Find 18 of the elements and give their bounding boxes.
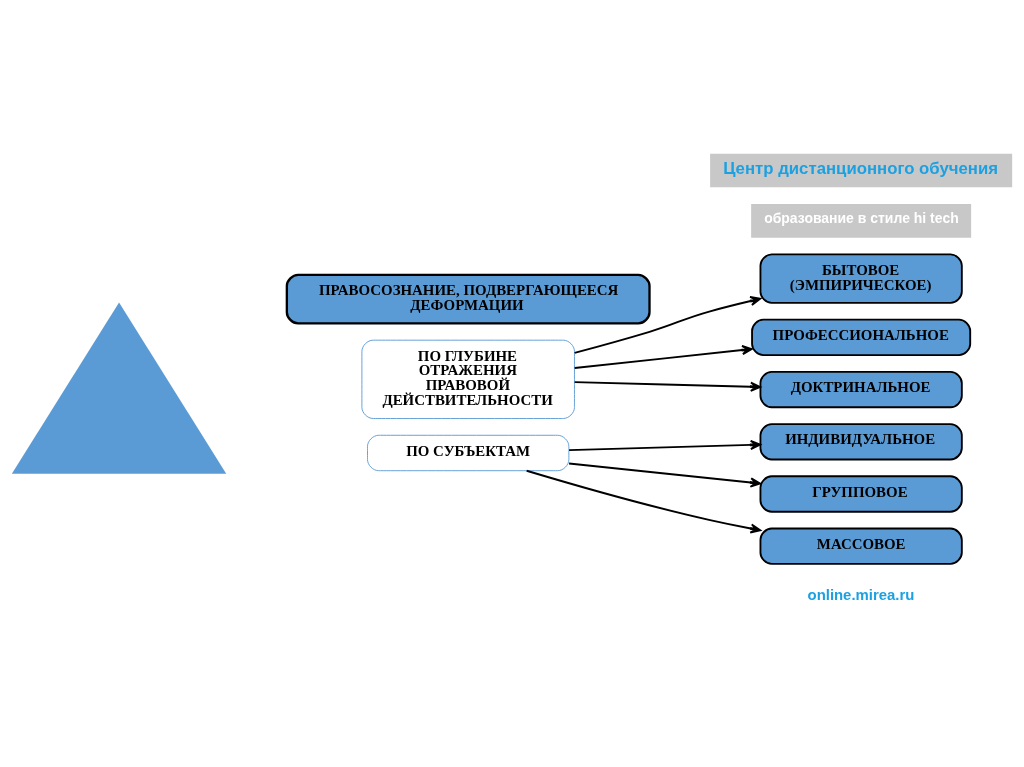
label: online.mirea.ru	[807, 586, 915, 603]
node-box: ПРОФЕССИОНАЛЬНОЕ	[751, 318, 972, 356]
node-triangle	[11, 301, 227, 474]
arrow	[573, 344, 753, 369]
arrow	[573, 295, 762, 354]
node-box: ПРАВОСОЗНАНИЕ, ПОДВЕРГАЮЩЕЕСЯ ДЕФОРМАЦИИ	[285, 273, 651, 325]
node-box: БЫТОВОЕ (ЭМПИРИЧЕСКОЕ)	[759, 253, 963, 304]
arrow	[568, 462, 762, 488]
arrow	[568, 439, 762, 451]
node-box: ГРУППОВОЕ	[759, 474, 963, 513]
arrow	[573, 380, 762, 392]
node-box: ПО ГЛУБИНЕ ОТРАЖЕНИЯ ПРАВОВОЙ ДЕЙСТВИТЕЛЬНОСТИ	[361, 339, 575, 419]
node-box: ПО СУБЪЕКТАМ	[367, 434, 570, 471]
label: Центр дистанционного обучения	[723, 158, 999, 178]
node-box: ДОКТРИНАЛЬНОЕ	[759, 370, 963, 408]
node-box: МАССОВОЕ	[759, 527, 963, 565]
arrow	[525, 469, 762, 534]
node-box: ИНДИВИДУАЛЬНОЕ	[759, 422, 963, 460]
